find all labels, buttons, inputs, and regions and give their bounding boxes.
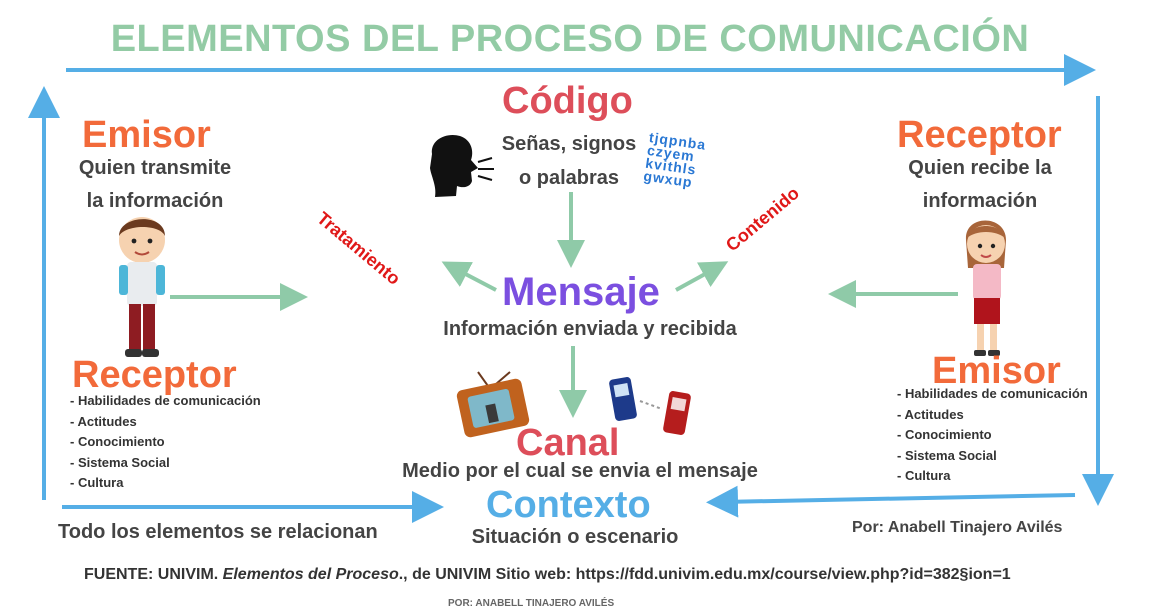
right-receptor-desc-2: información xyxy=(922,190,1038,212)
contenido-arrow xyxy=(675,261,729,292)
list-item: - Sistema Social xyxy=(897,447,997,463)
list-item: - Sistema Social xyxy=(70,454,170,470)
codigo-desc-2: o palabras xyxy=(518,167,620,189)
left-receptor-title: Receptor xyxy=(72,354,237,396)
speaking-head-icon xyxy=(430,134,494,197)
footer-cut-text: POR: ANABELL TINAJERO AVILÉS xyxy=(448,598,615,609)
right-attribute-list: - Habilidades de comunicación - Actitude… xyxy=(897,384,1088,487)
canal-desc: Medio por el cual se envia el mensaje xyxy=(402,460,758,482)
list-item: - Actitudes xyxy=(897,406,964,422)
author-text: Por: Anabell Tinajero Avilés xyxy=(852,519,1063,536)
codigo-title: Código xyxy=(502,80,633,122)
left-attribute-list: - Habilidades de comunicación - Actitude… xyxy=(70,391,261,494)
left-emisor-title: Emisor xyxy=(82,114,211,156)
source-suffix: ., de UNIVIM Sitio web: https://fdd.univ… xyxy=(398,566,1011,583)
page-title: ELEMENTOS DEL PROCESO DE COMUNICACIÓN xyxy=(110,18,1030,60)
right-receptor-desc-1: Quien recibe la xyxy=(908,157,1052,179)
left-emisor-desc-2: la información xyxy=(86,190,224,212)
left-emisor-desc-1: Quien transmite xyxy=(78,157,232,179)
boy-figure-icon xyxy=(119,217,165,357)
letters-icon: tjqpnba czyem kvithls gwxup xyxy=(642,128,708,191)
codigo-desc-1: Señas, signos xyxy=(501,133,637,155)
phones-icon xyxy=(609,377,691,435)
mensaje-desc: Información enviada y recibida xyxy=(443,318,737,340)
source-italic-title: Elementos del Proceso xyxy=(222,566,399,583)
tratamiento-arrow xyxy=(441,261,497,292)
source-citation: FUENTE: UNIVIM. Elementos del Proceso., … xyxy=(84,566,1011,584)
list-item: - Conocimiento xyxy=(70,434,165,449)
contexto-title: Contexto xyxy=(486,484,651,526)
mensaje-title: Mensaje xyxy=(502,270,660,314)
list-item: - Conocimiento xyxy=(897,427,992,442)
list-item: - Cultura xyxy=(897,468,951,483)
contexto-desc: Situación o escenario xyxy=(471,526,679,548)
list-item: - Actitudes xyxy=(70,413,137,429)
list-item: - Cultura xyxy=(70,475,124,490)
bottom-right-blue-arrow xyxy=(706,485,1076,518)
right-emisor-title: Emisor xyxy=(932,350,1061,392)
source-prefix: FUENTE: UNIVIM. xyxy=(84,566,223,583)
relacion-text: Todo los elementos se relacionan xyxy=(58,521,378,543)
tv-icon xyxy=(456,371,530,438)
right-receptor-title: Receptor xyxy=(897,114,1062,156)
canal-title: Canal xyxy=(516,422,620,464)
list-item: - Habilidades de comunicación xyxy=(897,386,1088,401)
girl-figure-icon xyxy=(965,220,1006,356)
list-item: - Habilidades de comunicación xyxy=(70,393,261,408)
